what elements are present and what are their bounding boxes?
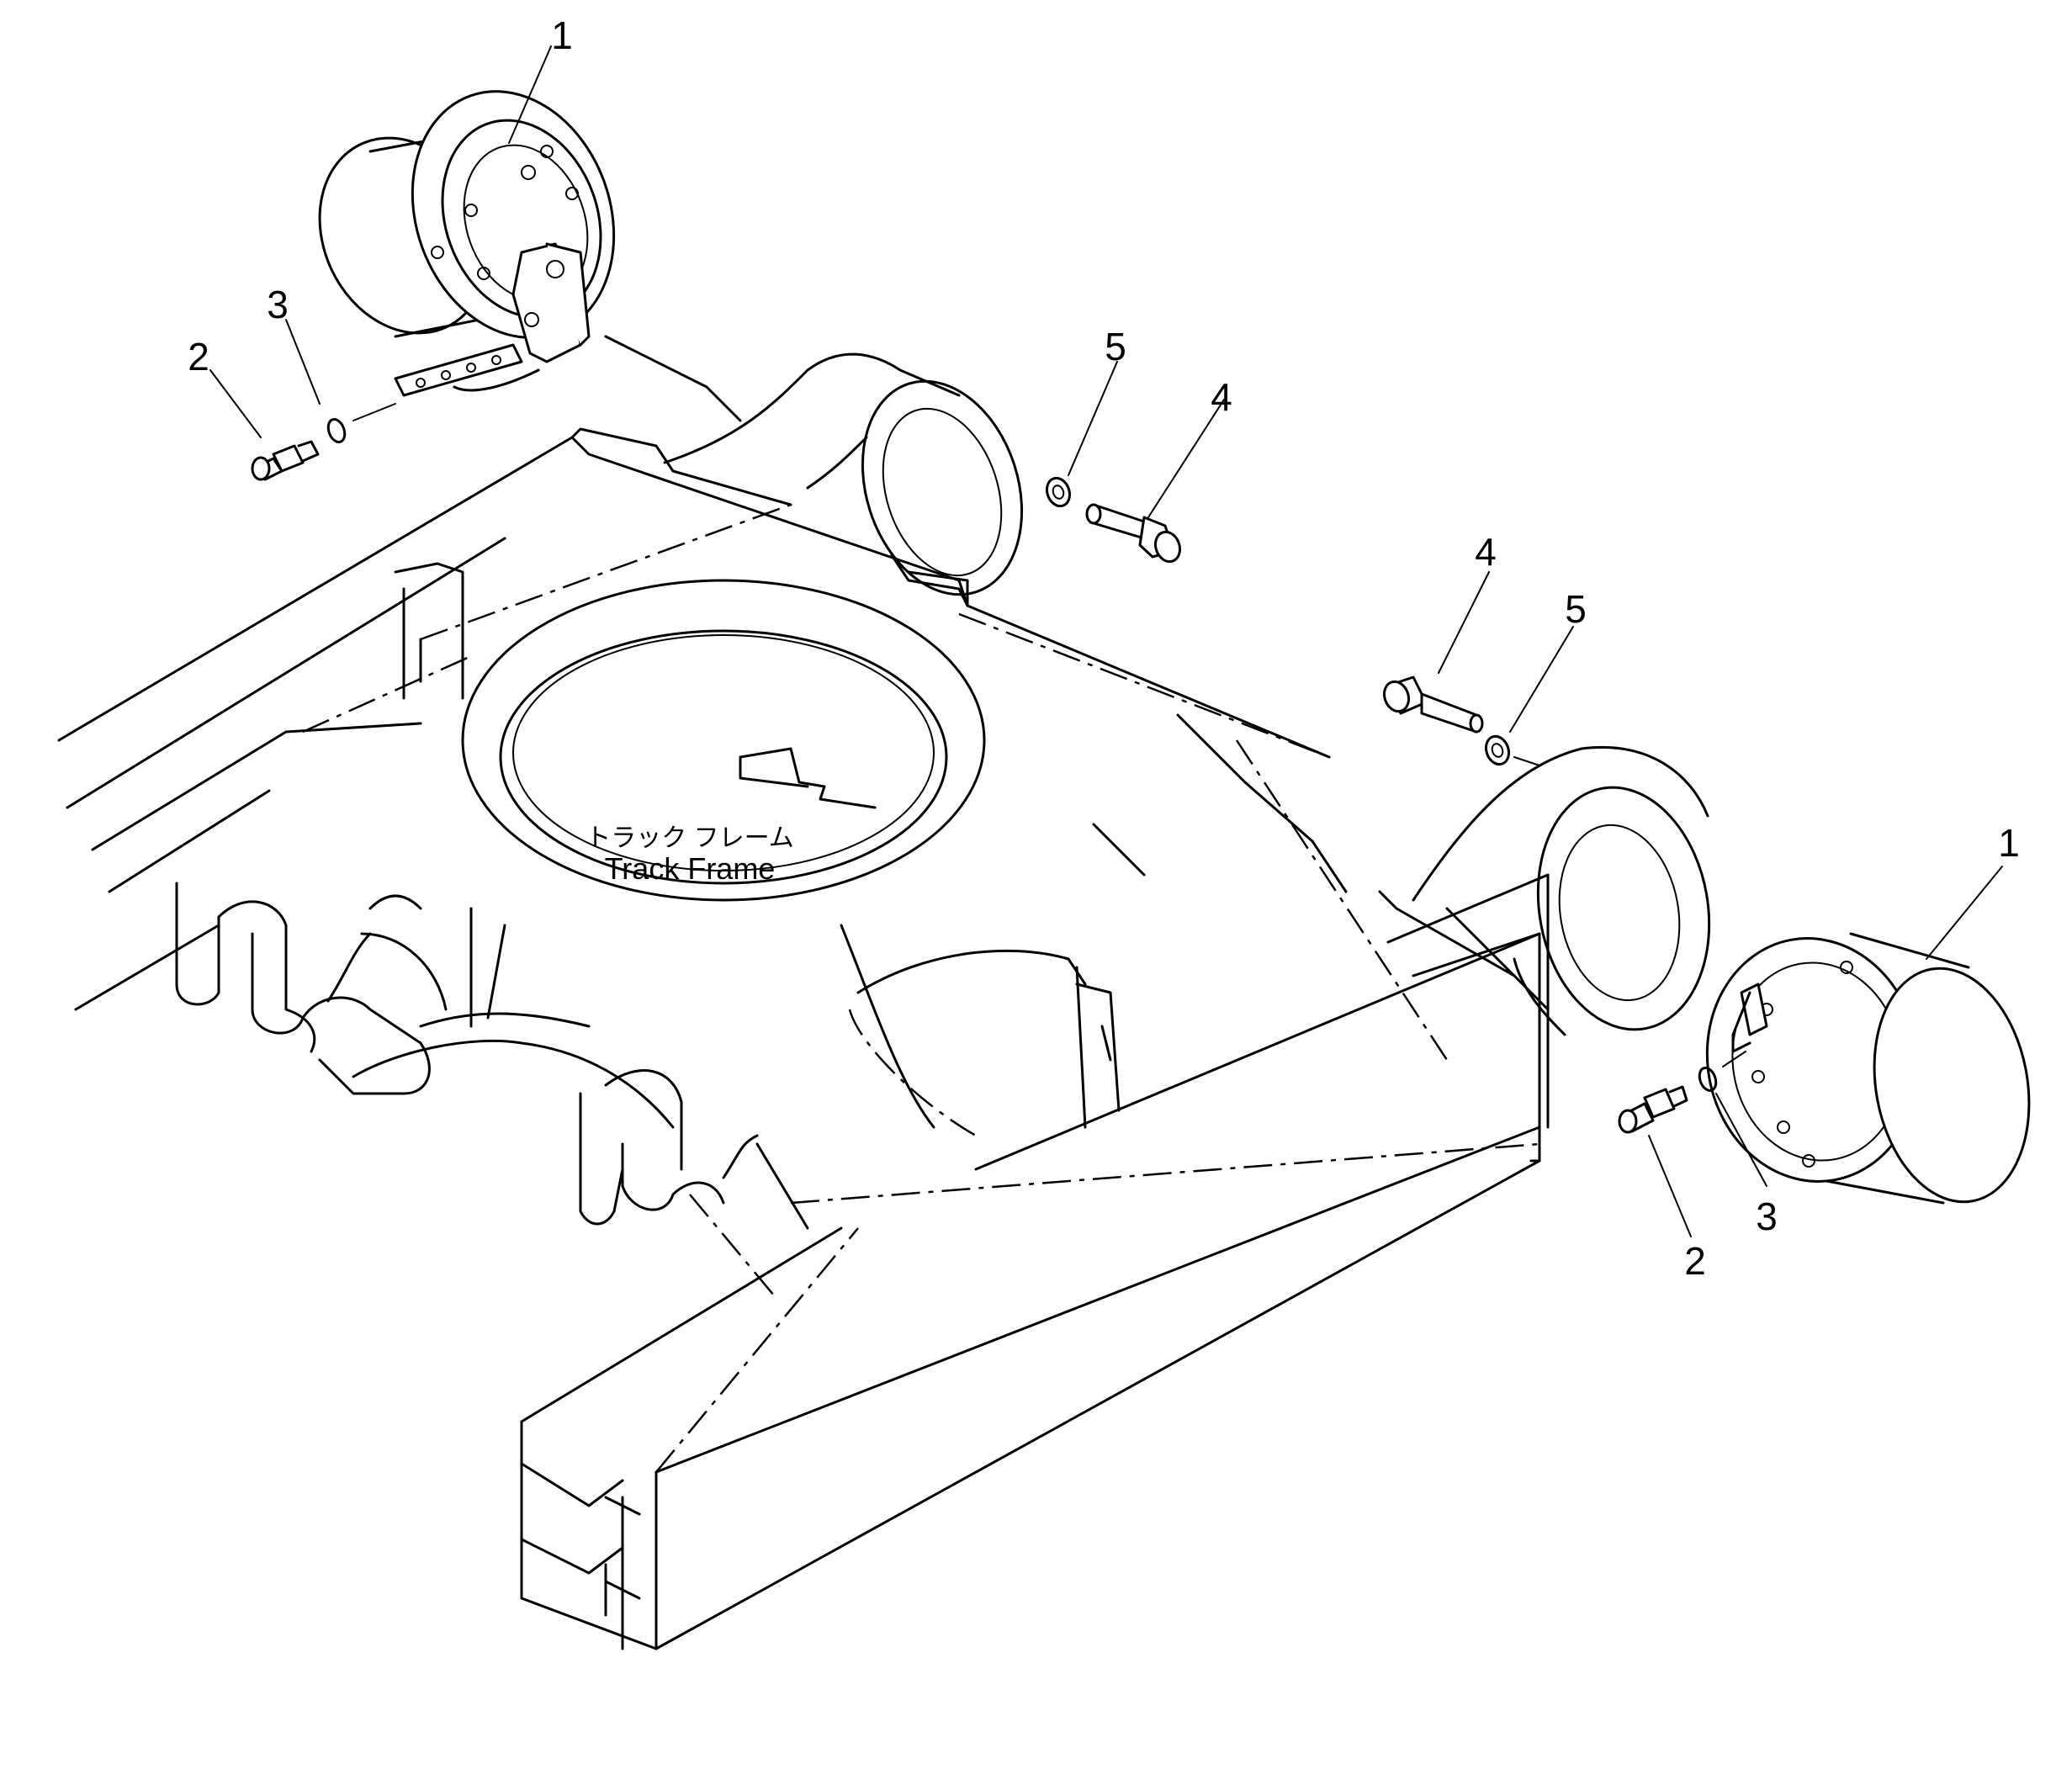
washer-left [1045, 476, 1072, 508]
track-frame-label-jp: トラック フレーム [586, 824, 794, 852]
fitting-left [251, 440, 320, 481]
bolt-left [1085, 503, 1182, 564]
o-ring-left [326, 403, 396, 444]
callout-2-right: 2 [1684, 1239, 1706, 1283]
leader-lines [209, 45, 2003, 1237]
callout-5-left: 5 [1105, 325, 1126, 368]
washer-right [1484, 734, 1540, 766]
track-frame-label-en: Track Frame [604, 851, 776, 886]
track-frame [57, 352, 1711, 1650]
callout-1-left: 1 [551, 13, 573, 57]
callout-4-left: 4 [1211, 375, 1232, 419]
callout-1-right: 1 [1998, 821, 2020, 865]
bolt-right [1382, 675, 1484, 734]
callout-5-right: 5 [1565, 587, 1587, 631]
callout-3-left: 3 [267, 283, 289, 326]
final-drive-motor-right [1705, 932, 2031, 1205]
callout-4-right: 4 [1475, 530, 1497, 574]
final-drive-motor-left [318, 90, 742, 422]
callout-3-right: 3 [1756, 1194, 1778, 1238]
o-ring-right [1698, 1051, 1746, 1093]
callout-2-left: 2 [188, 335, 209, 379]
track-frame-label: トラック フレーム Track Frame [580, 824, 799, 886]
fitting-right [1618, 1085, 1688, 1134]
